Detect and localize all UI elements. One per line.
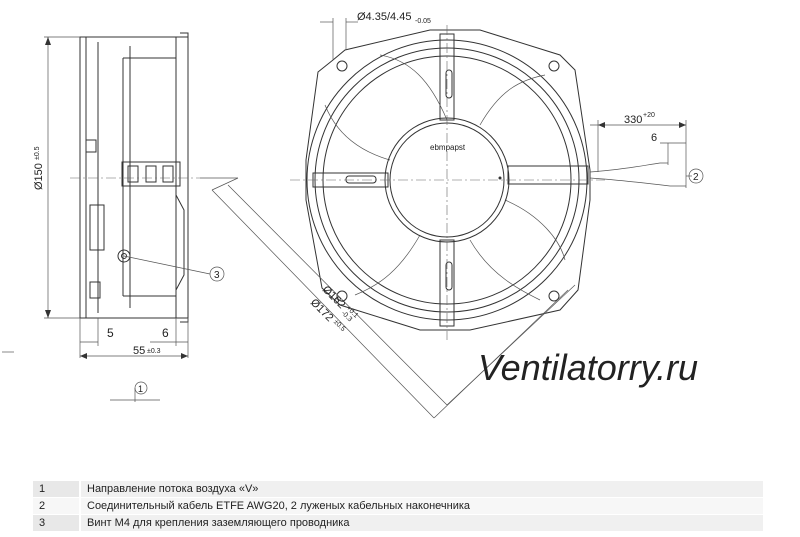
callout-3-label: 3 [214, 270, 220, 281]
fan-side-view [2, 32, 211, 402]
dim-strip-length: 6 [651, 132, 657, 144]
brand-label: ebmpapst [430, 143, 466, 152]
dim-side-6: 6 [162, 326, 169, 340]
dim-hole-main: Ø4.35/4.45 [357, 11, 411, 23]
callout-1: 1 [134, 381, 148, 395]
callout-2: 2 [688, 168, 704, 184]
legend-row: 1 Направление потока воздуха «V» [33, 480, 763, 498]
legend-number: 1 [33, 480, 81, 498]
callout-3: 3 [209, 266, 225, 282]
dim-cable-length-tol: +20 [643, 112, 655, 119]
legend-text: Винт М4 для крепления заземляющего прово… [80, 514, 763, 531]
technical-drawing: Ø4.35/4.45 -0.05 330 +20 6 Ø150 ±0.5 Ø16… [2, 11, 704, 419]
watermark: Ventilatorry.ru [478, 347, 698, 388]
legend-text: Направление потока воздуха «V» [80, 480, 763, 498]
dim-side-5: 5 [107, 326, 114, 340]
callout-2-label: 2 [693, 172, 699, 183]
dim-diameter-150-tol: ±0.5 [34, 146, 41, 160]
dim-hole-tol: -0.05 [415, 18, 431, 25]
legend-table: 1 Направление потока воздуха «V» 2 Соеди… [33, 480, 763, 531]
legend-number: 3 [33, 514, 81, 531]
legend-number: 2 [33, 497, 81, 515]
dim-cable-length: 330 [624, 114, 642, 126]
fan-front-view [200, 18, 692, 419]
dim-depth-55: 55 [133, 345, 145, 357]
legend-row: 2 Соединительный кабель ETFE AWG20, 2 лу… [33, 497, 763, 515]
dim-depth-55-tol: ±0.3 [147, 348, 161, 355]
callout-1-label: 1 [138, 384, 143, 394]
dim-diameter-172-tol: ±0.5 [332, 319, 347, 334]
dim-diameter-150: Ø150 [33, 163, 45, 190]
legend-row: 3 Винт М4 для крепления заземляющего про… [33, 514, 763, 531]
legend-text: Соединительный кабель ETFE AWG20, 2 луже… [80, 497, 763, 515]
